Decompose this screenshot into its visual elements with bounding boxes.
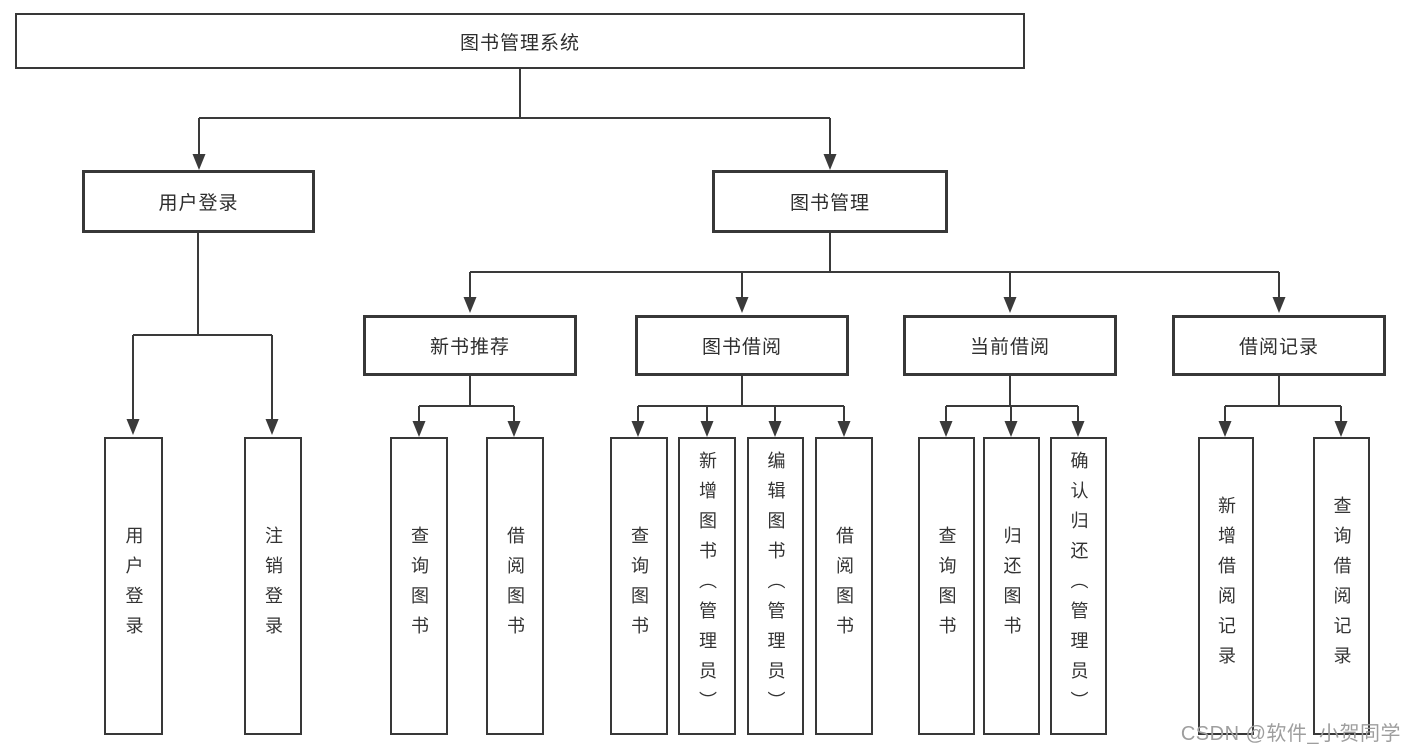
node-current-borrow-label: 当前借阅 [969, 337, 1050, 358]
node-user-login: 用户登录 [82, 170, 315, 233]
leaf-add-books-admin-label: 新增图书（管理员） [697, 451, 717, 721]
node-book-management-label: 图书管理 [789, 193, 870, 214]
node-book-borrow-label: 图书借阅 [701, 337, 782, 358]
leaf-query-books-recommend: 查询图书 [390, 437, 448, 735]
leaf-logout-label: 注销登录 [263, 526, 283, 646]
leaf-borrow-books-recommend: 借阅图书 [486, 437, 544, 735]
node-new-book-recommend: 新书推荐 [363, 315, 577, 376]
leaf-query-books-current: 查询图书 [918, 437, 975, 735]
leaf-confirm-return-admin: 确认归还（管理员） [1050, 437, 1107, 735]
leaf-return-books-label: 归还图书 [1001, 526, 1022, 646]
node-root-label: 图书管理系统 [459, 32, 580, 54]
node-book-borrow: 图书借阅 [635, 315, 849, 376]
leaf-borrow-books-label: 借阅图书 [834, 526, 854, 646]
leaf-add-borrow-record: 新增借阅记录 [1198, 437, 1254, 735]
leaf-query-books-borrow-label: 查询图书 [629, 526, 649, 646]
leaf-confirm-return-admin-label: 确认归还（管理员） [1068, 451, 1089, 721]
leaf-add-borrow-record-label: 新增借阅记录 [1216, 496, 1236, 676]
leaf-borrow-books-recommend-label: 借阅图书 [505, 526, 525, 646]
leaf-add-books-admin: 新增图书（管理员） [678, 437, 736, 735]
leaf-logout: 注销登录 [244, 437, 302, 735]
leaf-borrow-books: 借阅图书 [815, 437, 873, 735]
leaf-query-books-borrow: 查询图书 [610, 437, 668, 735]
leaf-query-books-recommend-label: 查询图书 [409, 526, 429, 646]
node-user-login-label: 用户登录 [158, 193, 239, 214]
leaf-edit-books-admin-label: 编辑图书（管理员） [765, 451, 786, 721]
leaf-edit-books-admin: 编辑图书（管理员） [747, 437, 804, 735]
node-borrow-record-label: 借阅记录 [1238, 337, 1319, 358]
node-current-borrow: 当前借阅 [903, 315, 1117, 376]
leaf-query-borrow-record-label: 查询借阅记录 [1331, 496, 1352, 676]
node-root: 图书管理系统 [15, 13, 1025, 69]
leaf-query-borrow-record: 查询借阅记录 [1313, 437, 1370, 735]
node-borrow-record: 借阅记录 [1172, 315, 1386, 376]
leaf-return-books: 归还图书 [983, 437, 1040, 735]
node-book-management: 图书管理 [712, 170, 948, 233]
leaf-user-login: 用户登录 [104, 437, 163, 735]
node-new-book-recommend-label: 新书推荐 [429, 337, 510, 358]
csdn-watermark: CSDN @软件_小贺同学 [1180, 723, 1401, 745]
leaf-query-books-current-label: 查询图书 [936, 526, 957, 646]
leaf-user-login-label: 用户登录 [123, 526, 144, 646]
